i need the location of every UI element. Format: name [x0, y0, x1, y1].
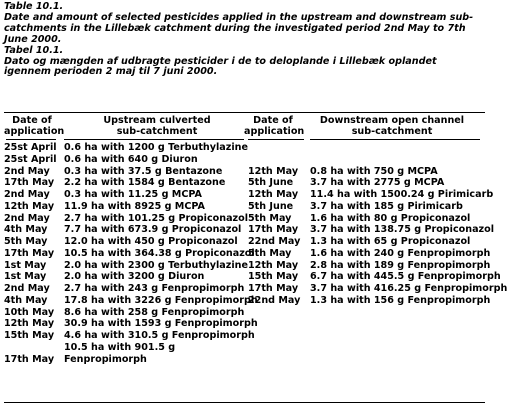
header-text: sub-catchment: [351, 126, 433, 137]
downstream-application-cell: 6.7 ha with 445.5 g Fenpropimorph: [310, 271, 501, 283]
downstream-application-cell: 1.6 ha with 80 g Propiconazol: [310, 212, 471, 224]
upstream-date-cell: 4th May: [4, 224, 48, 236]
header-divider: [248, 139, 304, 140]
downstream-application-cell: 1.3 ha with 156 g Fenpropimorph: [310, 294, 491, 306]
upstream-application-cell: 0.3 ha with 11.25 g MCPA: [64, 189, 202, 200]
upstream-date-cell: 1st May: [4, 271, 47, 283]
upstream-application-cell: 0.6 ha with 1200 g Terbuthylazine: [64, 142, 248, 153]
upstream-date-cell: 2nd May: [4, 189, 50, 200]
upstream-application-cell: 11.9 ha with 8925 g MCPA: [64, 200, 205, 212]
upstream-date-cell: 12th May: [4, 200, 55, 212]
upstream-application-cell: 2.0 ha with 3200 g Diuron: [64, 271, 205, 283]
header-upstream-date: Date of application: [4, 115, 65, 137]
header-text: Downstream open channel: [319, 115, 465, 126]
upstream-date-cell: 12th May: [4, 318, 55, 330]
downstream-date-cell: 17th May: [248, 224, 299, 236]
downstream-date-cell: [248, 142, 300, 154]
downstream-application-cell: 2.8 ha with 189 g Fenpropimorph: [310, 259, 491, 271]
downstream-application-cell: 1.6 ha with 240 g Fenpropimorph: [310, 247, 491, 259]
caption-en-label: Table 10.1.: [4, 1, 64, 12]
upstream-application-cell: 10.5 ha with 901.5 g: [64, 341, 176, 353]
downstream-date-cell: [248, 154, 300, 166]
upstream-application-cell: 4.6 ha with 310.5 g Fenpropimorph: [64, 330, 255, 341]
upstream-application-cell: 7.7 ha with 673.9 g Propiconazol: [64, 224, 242, 236]
downstream-date-cell: 5th May: [248, 247, 292, 259]
downstream-application-cell: [310, 142, 507, 154]
upstream-date-cell: 10th May: [4, 306, 55, 318]
downstream-date-cell: 22nd May: [248, 294, 301, 306]
upstream-date-cell: 2nd May: [4, 212, 50, 224]
downstream-date-cell: 5th June: [248, 177, 294, 189]
upstream-date-cell: 4th May: [4, 294, 48, 306]
document-caption: Table 10.1. Date and amount of selected …: [4, 1, 485, 78]
header-divider: [6, 139, 56, 140]
header-downstream-date: Date of application: [244, 115, 305, 137]
downstream-date-cell: 15th May: [248, 271, 299, 283]
upstream-application-cell: 12.0 ha with 450 g Propiconazol: [64, 236, 238, 247]
downstream-date-cell: 22nd May: [248, 236, 301, 247]
downstream-application-cell: 1.3 ha with 65 g Propiconazol: [310, 236, 471, 247]
downstream-application-cell: [310, 154, 507, 166]
upstream-date-cell: 25st April: [4, 153, 57, 165]
downstream-date-cell: 17th May: [248, 283, 299, 294]
header-text: application: [244, 126, 305, 137]
header-upstream-subcatchment: Upstream culverted sub-catchment: [64, 115, 250, 137]
upstream-date-cell: 17th May: [4, 353, 55, 365]
upstream-application-cell: 2.0 ha with 2300 g Terbuthylazine: [64, 259, 248, 271]
header-text: application: [4, 126, 65, 137]
upstream-application-cell: Fenpropimorph: [64, 353, 147, 365]
header-divider: [64, 139, 244, 140]
upstream-application-cell: 0.6 ha with 640 g Diuron: [64, 153, 198, 165]
upstream-date-cell: 15th May: [4, 330, 55, 341]
upstream-date-cell: 2nd May: [4, 283, 50, 294]
upstream-application-cell: 10.5 ha with 364.38 g Propiconazol: [64, 247, 255, 259]
downstream-date-cell: 5th May: [248, 212, 292, 224]
upstream-date-cell: 5th May: [4, 236, 48, 247]
downstream-application-cell: 3.7 ha with 2775 g MCPA: [310, 177, 445, 189]
caption-en-text: Date and amount of selected pesticides a…: [4, 11, 474, 45]
downstream-application-cell: 3.7 ha with 185 g Pirimicarb: [310, 200, 463, 212]
header-downstream-subcatchment: Downstream open channel sub-catchment: [304, 115, 480, 137]
upstream-application-cell: 2.7 ha with 243 g Fenpropimorph: [64, 283, 245, 294]
downstream-application-cell: 0.8 ha with 750 g MCPA: [310, 165, 438, 177]
caption-da-text: Dato og mængden af udbragte pesticider i…: [4, 55, 437, 78]
header-text: Date of: [12, 115, 52, 126]
upstream-application-cell: 8.6 ha with 258 g Fenpropimorph: [64, 306, 245, 318]
upstream-date-cell: 17th May: [4, 247, 55, 259]
downstream-application-cell: 3.7 ha with 138.75 g Propiconazol: [310, 224, 495, 236]
upstream-date-cell: 25st April: [4, 142, 57, 153]
header-text: sub-catchment: [116, 126, 198, 137]
downstream-application-cell: 3.7 ha with 416.25 g Fenpropimorph: [310, 283, 507, 294]
downstream-date-cell: 12th May: [248, 189, 299, 200]
pesticide-table: Date of application Upstream culverted s…: [4, 112, 507, 403]
upstream-application-cell: 2.2 ha with 1584 g Bentazone: [64, 177, 226, 189]
upstream-application-cell: 17.8 ha with 3226 g Fenpropimorph: [64, 294, 258, 306]
upstream-date-cell: 1st May: [4, 259, 47, 271]
upstream-application-cell: 0.3 ha with 37.5 g Bentazone: [64, 165, 223, 177]
upstream-application-cell: 2.7 ha with 101.25 g Propiconazol: [64, 212, 249, 224]
upstream-date-cell: 17th May: [4, 177, 55, 189]
downstream-date-cell: 5th June: [248, 200, 294, 212]
header-divider: [310, 139, 480, 140]
upstream-application-cell: 30.9 ha with 1593 g Fenpropimorph: [64, 318, 258, 330]
downstream-application-cell: 11.4 ha with 1500.24 g Pirimicarb: [310, 189, 494, 200]
downstream-date-cell: 12th May: [248, 165, 299, 177]
caption-da-label: Tabel 10.1.: [4, 44, 64, 56]
header-text: Date of: [253, 115, 293, 126]
header-text: Upstream culverted: [103, 115, 211, 126]
upstream-date-cell: [4, 342, 57, 354]
upstream-date-cell: 2nd May: [4, 165, 50, 177]
downstream-date-cell: 12th May: [248, 259, 299, 271]
